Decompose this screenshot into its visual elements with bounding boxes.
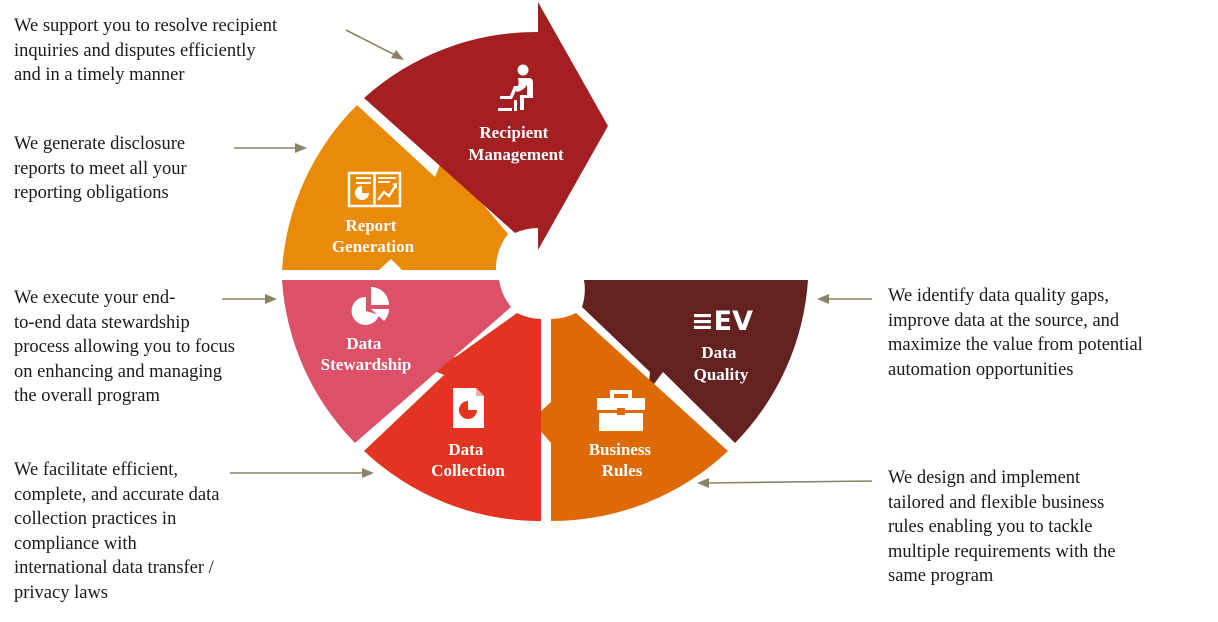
- description-data-stewardship: We execute your end- to-end data steward…: [14, 288, 235, 407]
- arrow-report-generation: [234, 143, 307, 153]
- document-chart-icon: [453, 388, 484, 428]
- label-report-generation: Report Generation: [332, 216, 415, 256]
- report-chart-icon: [347, 171, 402, 208]
- pie-chart-icon: [351, 287, 389, 325]
- label-data-collection: Data Collection: [431, 440, 505, 480]
- label-data-stewardship: Data Stewardship: [321, 334, 412, 374]
- label-recipient-management: Recipient Management: [468, 123, 564, 164]
- label-business-rules: Business Rules: [589, 440, 656, 480]
- description-report-generation: We generate disclosure reports to meet a…: [14, 134, 187, 204]
- segment-data-stewardship: [282, 280, 511, 443]
- segment-data-collection: [364, 313, 541, 522]
- description-data-collection: We facilitate efficient, complete, and a…: [14, 460, 220, 603]
- description-recipient-management: We support you to resolve recipient inqu…: [14, 16, 278, 86]
- arrow-data-collection: [230, 468, 374, 478]
- arrow-data-quality: [817, 294, 872, 304]
- equals-ev-icon: ≡EV: [691, 306, 753, 337]
- label-data-quality: Data Quality: [694, 343, 749, 384]
- person-at-laptop-icon: [498, 64, 533, 111]
- arrow-recipient-management: [345, 29, 404, 60]
- briefcase-icon: [597, 390, 645, 431]
- segment-recipient-management: [364, 2, 608, 250]
- description-data-quality: We identify data quality gaps, improve d…: [888, 286, 1143, 380]
- arrow-data-stewardship: [222, 294, 277, 304]
- arrow-business-rules: [697, 478, 873, 488]
- segment-data-quality: [582, 280, 808, 443]
- description-business-rules: We design and implement tailored and fle…: [888, 468, 1116, 587]
